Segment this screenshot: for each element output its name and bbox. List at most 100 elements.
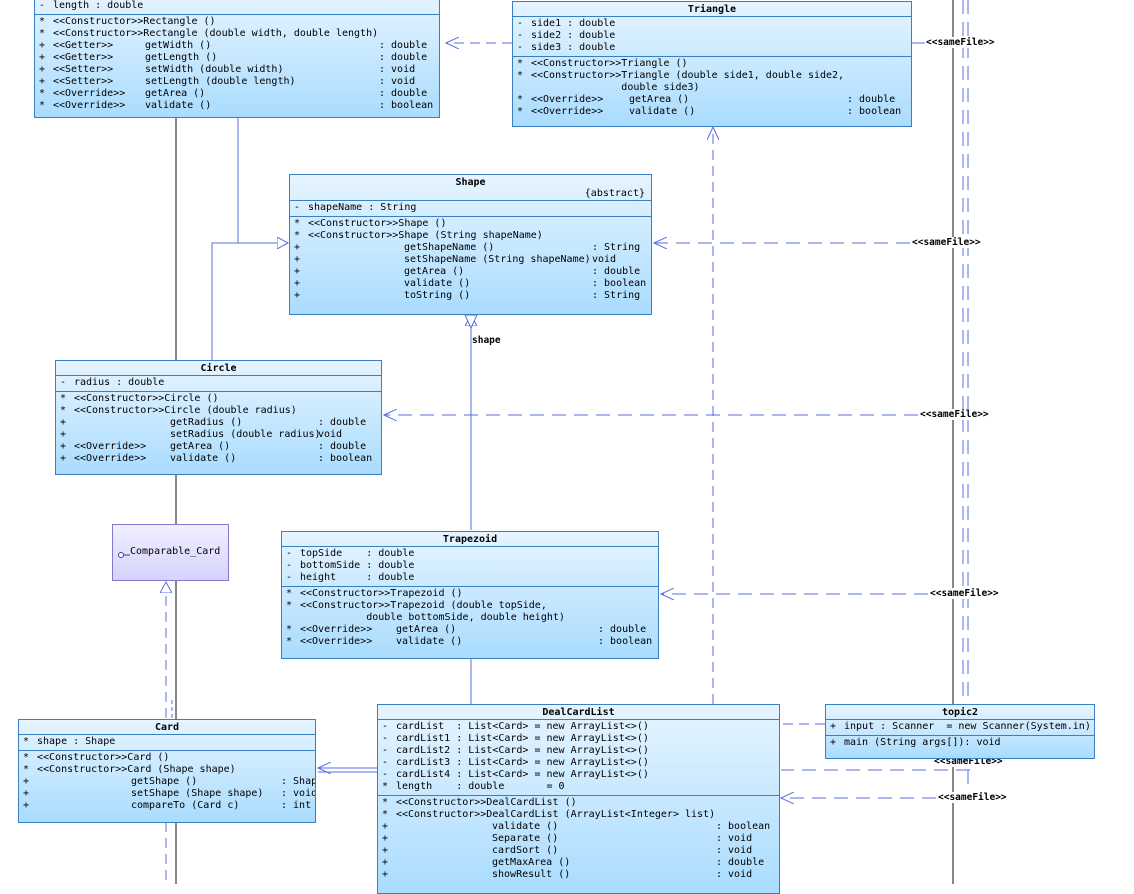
- samefile-label-trapezoid: <<sameFile>>: [930, 588, 999, 599]
- member-signature: radius : double: [74, 377, 165, 388]
- member-row: double bottomSide, double height): [282, 612, 658, 624]
- member-signature: setWidth (double width): [145, 64, 284, 75]
- member-row: +getRadius (): double: [56, 417, 381, 429]
- member-type: void: [318, 429, 343, 440]
- member-signature: main (String args[]): void: [844, 737, 1001, 748]
- member-type: : double: [716, 857, 765, 868]
- member-visibility: +: [39, 76, 46, 87]
- samefile-label-shape: <<sameFile>>: [912, 237, 981, 248]
- member-signature: shape : Shape: [37, 736, 116, 747]
- member-signature: side2 : double: [531, 30, 616, 41]
- member-signature: toString (): [404, 290, 471, 301]
- member-row: *shape : Shape: [19, 736, 315, 748]
- member-row: *<<Override>>validate (): boolean: [35, 100, 439, 112]
- dealcardlist-attributes: -cardList : List<Card> = new ArrayList<>…: [378, 720, 779, 796]
- member-type: : double: [847, 94, 896, 105]
- class-rectangle[interactable]: -length : double *<<Constructor>>Rectang…: [34, 0, 440, 118]
- member-visibility: +: [39, 52, 46, 63]
- circle-attributes: -radius : double: [56, 376, 381, 392]
- member-visibility: -: [382, 745, 389, 756]
- member-visibility: *: [286, 636, 293, 647]
- member-row: -side1 : double: [513, 18, 911, 30]
- member-visibility: *: [60, 405, 67, 416]
- topic2-class-name: topic2: [826, 705, 1094, 720]
- member-row: +<<Setter>>setWidth (double width): void: [35, 64, 439, 76]
- member-visibility: +: [382, 857, 389, 868]
- samefile-label-deal: <<sameFile>>: [938, 792, 1007, 803]
- member-signature: Separate (): [492, 833, 559, 844]
- member-visibility: +: [382, 869, 389, 880]
- member-row: *<<Override>>getArea (): double: [513, 94, 911, 106]
- class-dealcardlist[interactable]: DealCardList -cardList : List<Card> = ne…: [377, 704, 780, 894]
- member-signature: <<Constructor>>Shape (): [308, 218, 447, 229]
- member-row: +toString (): String: [290, 290, 651, 302]
- member-row: *<<Constructor>>Circle (double radius): [56, 405, 381, 417]
- member-type: : void: [281, 788, 316, 799]
- member-type: : void: [379, 76, 416, 87]
- member-signature: showResult (): [492, 869, 571, 880]
- member-row: +cardSort (): void: [378, 845, 779, 857]
- class-topic2[interactable]: topic2 +input : Scanner = new Scanner(Sy…: [825, 704, 1095, 759]
- member-row: *<<Constructor>>Rectangle (double width,…: [35, 28, 439, 40]
- trapezoid-operations: *<<Constructor>>Trapezoid ()*<<Construct…: [282, 587, 658, 650]
- member-row: -cardList : List<Card> = new ArrayList<>…: [378, 721, 779, 733]
- member-visibility: -: [286, 560, 293, 571]
- member-stereotype: <<Override>>: [300, 636, 373, 647]
- member-type: : double: [379, 40, 428, 51]
- member-row: *<<Override>>validate (): boolean: [513, 106, 911, 118]
- member-visibility: +: [39, 64, 46, 75]
- member-type: : boolean: [598, 636, 653, 647]
- member-type: : boolean: [379, 100, 434, 111]
- class-trapezoid[interactable]: Trapezoid -topSide : double-bottomSide :…: [281, 531, 659, 659]
- circle-gen-line: [211, 243, 288, 362]
- member-signature: cardList2 : List<Card> = new ArrayList<>…: [396, 745, 649, 756]
- member-row: -length : double: [35, 0, 439, 12]
- member-signature: setRadius (double radius): [170, 429, 321, 440]
- member-row: *<<Constructor>>DealCardList (ArrayList<…: [378, 809, 779, 821]
- member-row: double side3): [513, 82, 911, 94]
- member-signature: cardList3 : List<Card> = new ArrayList<>…: [396, 757, 649, 768]
- member-row: *<<Constructor>>Circle (): [56, 393, 381, 405]
- member-row: *<<Override>>getArea (): double: [35, 88, 439, 100]
- member-type: : double: [592, 266, 641, 277]
- shape-assoc-arrow: [464, 314, 478, 330]
- member-stereotype: <<Setter>>: [53, 76, 114, 87]
- member-signature: validate (): [404, 278, 471, 289]
- class-card[interactable]: Card *shape : Shape *<<Constructor>>Card…: [18, 719, 316, 823]
- member-visibility: +: [60, 429, 67, 440]
- member-row: -cardList4 : List<Card> = new ArrayList<…: [378, 769, 779, 781]
- member-row: *<<Constructor>>Card (): [19, 752, 315, 764]
- member-row: +input : Scanner = new Scanner(System.in…: [826, 721, 1094, 733]
- interface-comparable-card[interactable]: Comparable_Card: [112, 524, 229, 581]
- member-row: -height : double: [282, 572, 658, 584]
- class-triangle[interactable]: Triangle -side1 : double-side2 : double-…: [512, 1, 912, 127]
- shape-class-name: Shape: [455, 177, 486, 188]
- member-signature: side3 : double: [531, 42, 616, 53]
- member-visibility: +: [60, 441, 67, 452]
- member-row: *<<Constructor>>DealCardList (): [378, 797, 779, 809]
- member-signature: validate (): [492, 821, 559, 832]
- member-visibility: -: [294, 202, 301, 213]
- member-visibility: *: [517, 94, 524, 105]
- member-signature: double bottomSide, double height): [300, 612, 565, 623]
- triangle-operations: *<<Constructor>>Triangle ()*<<Constructo…: [513, 57, 911, 120]
- member-row: +getArea (): double: [290, 266, 651, 278]
- class-circle[interactable]: Circle -radius : double *<<Constructor>>…: [55, 360, 382, 475]
- shape-attributes: -shapeName : String: [290, 201, 651, 217]
- member-visibility: -: [517, 18, 524, 29]
- member-stereotype: <<Override>>: [531, 106, 604, 117]
- member-visibility: +: [23, 788, 30, 799]
- member-signature: cardList4 : List<Card> = new ArrayList<>…: [396, 769, 649, 780]
- member-signature: getRadius (): [170, 417, 243, 428]
- topic2-attributes: +input : Scanner = new Scanner(System.in…: [826, 720, 1094, 736]
- member-row: -cardList1 : List<Card> = new ArrayList<…: [378, 733, 779, 745]
- member-row: *<<Constructor>>Triangle (double side1, …: [513, 70, 911, 82]
- member-stereotype: <<Override>>: [531, 94, 604, 105]
- interface-lollipop-icon: [118, 550, 130, 558]
- member-visibility: +: [382, 821, 389, 832]
- class-shape[interactable]: Shape {abstract} -shapeName : String *<<…: [289, 174, 652, 315]
- member-signature: bottomSide : double: [300, 560, 415, 571]
- member-row: +setShape (Shape shape): void: [19, 788, 315, 800]
- member-signature: getArea (): [170, 441, 231, 452]
